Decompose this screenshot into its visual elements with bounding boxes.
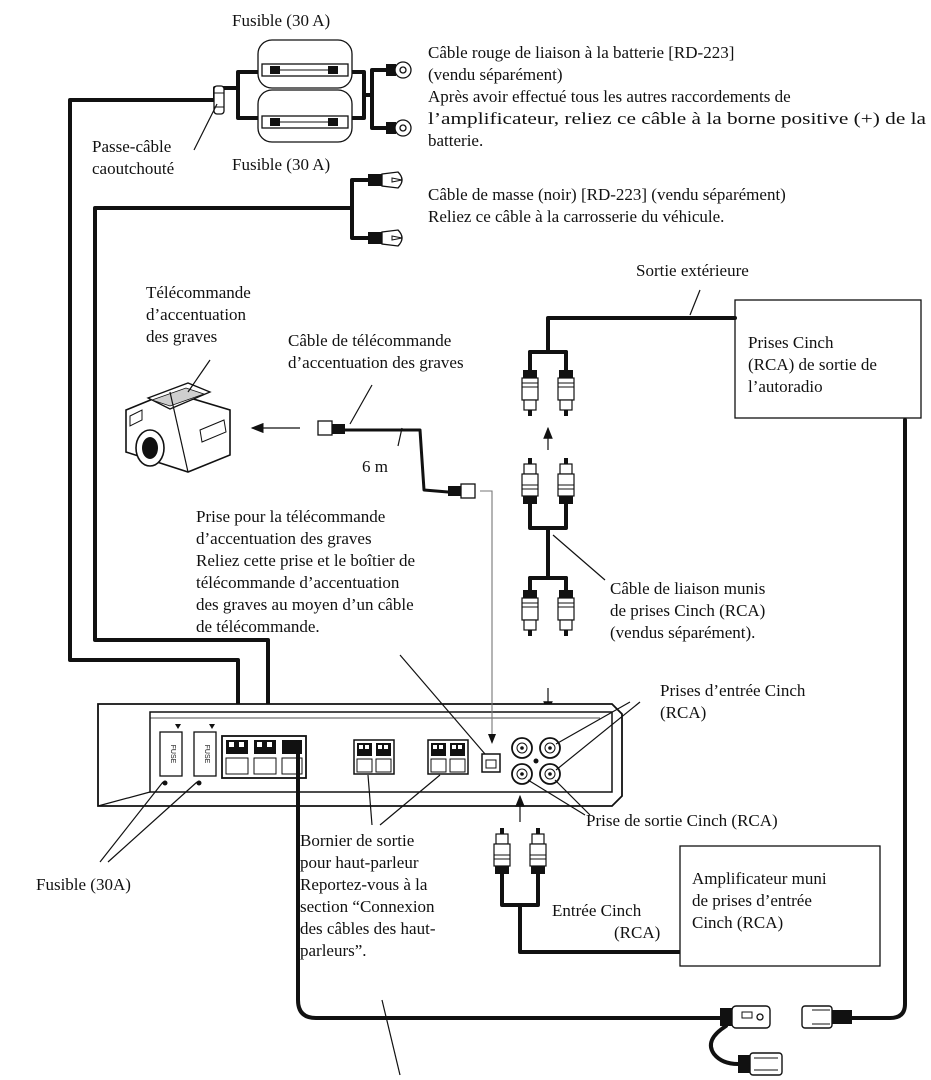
fuse-bottom-label: Fusible (30 A) xyxy=(232,155,330,174)
grommet-label-2: caoutchouté xyxy=(92,159,174,178)
remote-cable-label-2: d’accentuation des graves xyxy=(288,353,464,372)
grommet-label-1: Passe-câble xyxy=(92,137,171,156)
svg-text:FUSE: FUSE xyxy=(203,745,210,764)
external-amplifier-box xyxy=(679,845,881,967)
rca-plugs-headunit xyxy=(521,369,575,417)
fuse-slot-2: FUSE xyxy=(193,724,217,786)
cinch-in-label-2: (RCA) xyxy=(614,923,660,942)
battery-ring-terminal-top xyxy=(386,61,412,79)
speaker-label-6: parleurs”. xyxy=(300,941,367,960)
amplifier-unit: FUSE FUSE xyxy=(97,703,623,807)
length-label: 6 m xyxy=(362,457,388,476)
jack-label-5: des graves au moyen d’un câble xyxy=(196,595,414,614)
speaker-label-2: pour haut-parleur xyxy=(300,853,419,872)
speaker-terminal-1 xyxy=(353,739,395,775)
headunit-rca-wire xyxy=(546,316,737,354)
headunit-label-1: Prises Cinch xyxy=(748,333,834,352)
red-cable-label-5: batterie. xyxy=(428,131,483,150)
remote-wire-connectors xyxy=(709,1005,852,1076)
speaker-terminal-2 xyxy=(427,739,469,775)
remote-label-2: d’accentuation xyxy=(146,305,247,324)
jack-label-3: Reliez cette prise et le boîtier de xyxy=(196,551,415,570)
fuse-holder-top xyxy=(257,39,353,89)
speaker-label-5: des câbles des haut- xyxy=(300,919,436,938)
fuse-top-label: Fusible (30 A) xyxy=(232,11,330,30)
cinch-in-label-1: Entrée Cinch xyxy=(552,901,642,920)
remote-label-1: Télécommande xyxy=(146,283,251,302)
fuse-lower-loop xyxy=(236,86,260,120)
red-cable-label-2: (vendu séparément) xyxy=(428,65,563,84)
red-cable-label-4: l’amplificateur, reliez ce câble à la bo… xyxy=(428,109,927,128)
bass-remote-control xyxy=(125,382,231,473)
remote-cable-label-1: Câble de télécommande xyxy=(288,331,451,350)
ground-label-1: Câble de masse (noir) [RD-223] (vendu sé… xyxy=(428,185,786,204)
remote-cable xyxy=(317,420,476,499)
headunit-label-2: (RCA) de sortie de xyxy=(748,355,877,374)
ground-fork-terminal-bottom xyxy=(368,229,403,247)
rca-in-label-2: (RCA) xyxy=(660,703,706,722)
amp-label-2: de prises d’entrée xyxy=(692,891,812,910)
speaker-label-1: Bornier de sortie xyxy=(300,831,414,850)
fuse-holder-bottom xyxy=(257,89,353,143)
rca-cable-plugs-lower xyxy=(521,589,575,637)
ground-label-2: Reliez ce câble à la carrosserie du véhi… xyxy=(428,207,724,226)
jack-label-6: de télécommande. xyxy=(196,617,320,636)
rca-plugs-amp-output xyxy=(493,827,547,875)
headunit-label-3: l’autoradio xyxy=(748,377,823,396)
rca-cable-plugs-upper xyxy=(521,457,575,505)
speaker-label-3: Reportez-vous à la xyxy=(300,875,428,894)
remote-label-3: des graves xyxy=(146,327,217,346)
rca-output-jacks xyxy=(511,758,561,785)
headunit-box xyxy=(734,299,922,419)
fuse-upper-loop xyxy=(236,70,260,90)
fuse-slot-1: FUSE xyxy=(159,724,183,786)
fuse-30a-label: Fusible (30A) xyxy=(36,875,131,894)
speaker-label-4: section “Connexion xyxy=(300,897,435,916)
red-cable-label-3: Après avoir effectué tous les autres rac… xyxy=(428,87,791,106)
amp-label-3: Cinch (RCA) xyxy=(692,913,783,932)
battery-ring-terminal-bottom xyxy=(386,119,412,137)
ground-wire xyxy=(93,206,354,742)
jack-label-4: télécommande d’accentuation xyxy=(196,573,400,592)
rca-input-jacks xyxy=(511,737,561,759)
remote-turnon-wire xyxy=(296,740,722,1020)
cinch-output-wire xyxy=(500,872,540,907)
rca-in-label-1: Prises d’entrée Cinch xyxy=(660,681,806,700)
amp-label-1: Amplificateur muni xyxy=(692,869,827,888)
rca-cable-label-2: de prises Cinch (RCA) xyxy=(610,601,765,620)
jack-label-2: d’accentuation des graves xyxy=(196,529,372,548)
red-cable-label-1: Câble rouge de liaison à la batterie [RD… xyxy=(428,43,734,62)
svg-text:FUSE: FUSE xyxy=(169,745,176,764)
rca-cable-label-1: Câble de liaison munis xyxy=(610,579,765,598)
rca-cable-label-3: (vendus séparément). xyxy=(610,623,755,642)
rca-out-label: Prise de sortie Cinch (RCA) xyxy=(586,811,778,830)
external-out-label: Sortie extérieure xyxy=(636,261,749,280)
remote-jack xyxy=(481,753,501,773)
power-terminal-block xyxy=(221,735,307,779)
jack-label-1: Prise pour la télécommande xyxy=(196,507,385,526)
ground-fork-terminal-top xyxy=(368,171,403,189)
rubber-grommet xyxy=(213,85,225,115)
